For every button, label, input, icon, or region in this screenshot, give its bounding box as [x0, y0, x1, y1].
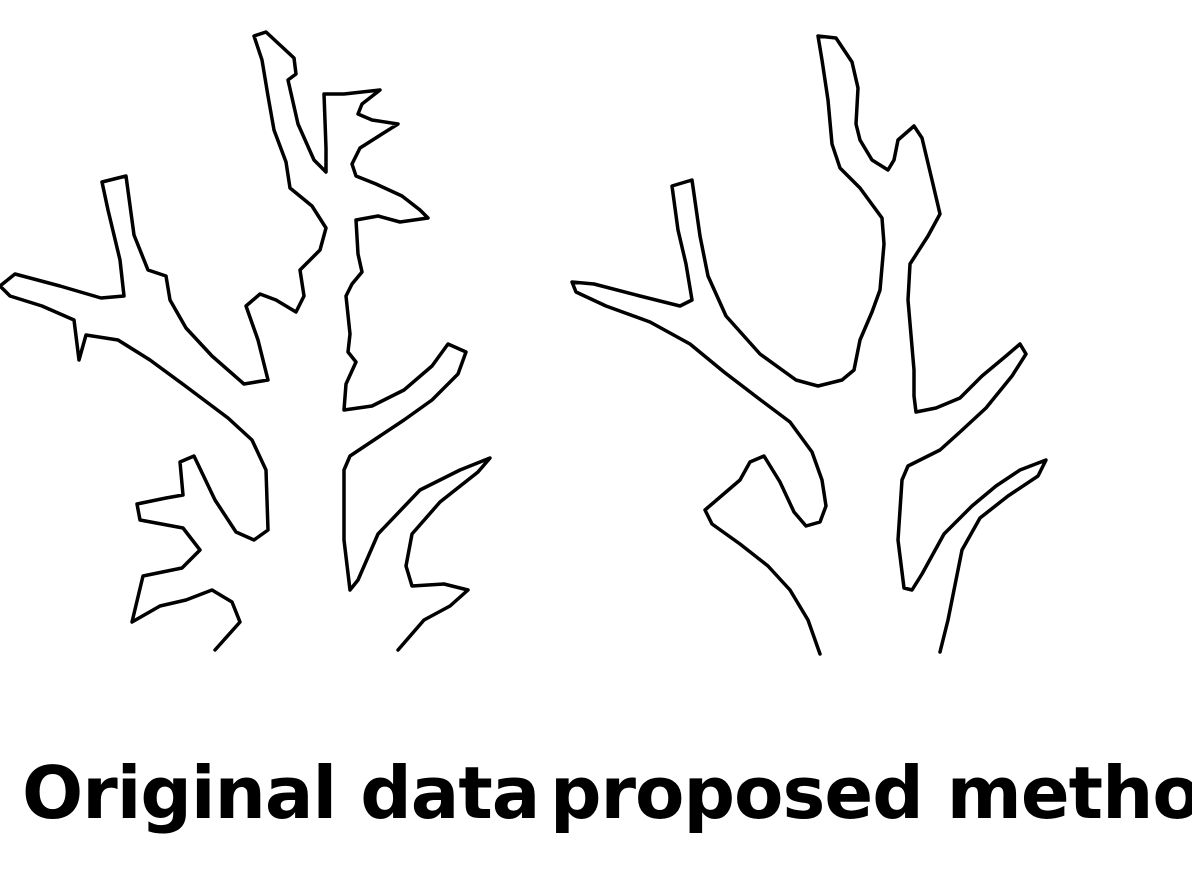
proposed-method-label: proposed method: [550, 751, 1192, 835]
original-data-label: Original data: [22, 751, 540, 835]
original-tree-left-edge: [0, 30, 492, 652]
proposed-method-outline: [570, 34, 1048, 656]
original-data-outline: [0, 30, 492, 652]
proposed-tree-outline: [570, 34, 1048, 656]
